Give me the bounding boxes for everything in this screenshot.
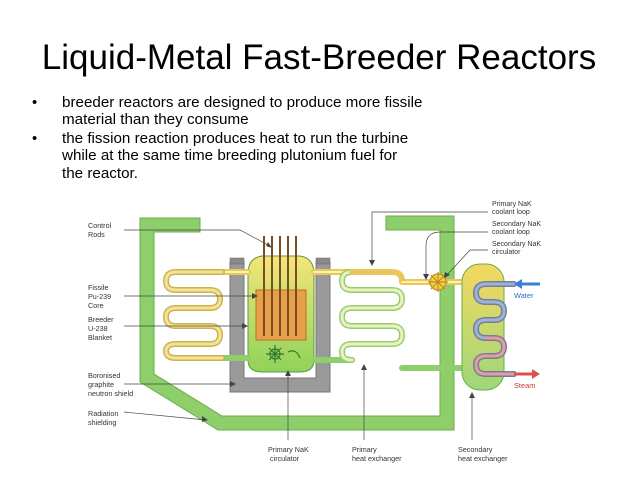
bullet-line: the reactor. <box>62 164 138 182</box>
bullet-line: the fission reaction produces heat to ru… <box>62 129 409 147</box>
steam-arrow <box>514 369 540 379</box>
primary-circulator-icon <box>266 345 301 363</box>
bullet-item: breeder reactors are designed to produce… <box>30 94 510 129</box>
label-boronised-shield: Boronised graphite neutron shield <box>88 371 133 398</box>
label-fissile-core: Fissile Pu-239 Core <box>88 283 113 310</box>
water-arrow <box>514 279 540 289</box>
leader-lines <box>123 211 488 440</box>
left-heat-exchanger <box>162 269 225 361</box>
bullet-line: breeder reactors are designed to produce… <box>62 94 423 111</box>
vessel-top-plates <box>229 257 331 265</box>
secondary-circulator-icon <box>428 272 448 292</box>
reactor-vessel <box>247 236 315 373</box>
label-water: Water <box>514 291 534 300</box>
label-secondary-heat-exchanger: Secondary heat exchanger <box>458 445 508 463</box>
label-breeder-blanket: Breeder U-238 Blanket <box>88 315 116 342</box>
bullet-item: the fission reaction produces heat to ru… <box>30 130 510 182</box>
control-rods <box>263 236 297 336</box>
radiation-shielding <box>139 215 455 431</box>
label-secondary-coolant-loop: Secondary NaK coolant loop <box>492 221 543 236</box>
label-primary-heat-exchanger: Primary heat exchanger <box>352 445 402 463</box>
label-primary-circulator: Primary NaK circulator <box>268 445 311 463</box>
label-primary-coolant-loop: Primary NaK coolant loop <box>492 201 534 216</box>
slide-title: Liquid-Metal Fast-Breeder Reactors <box>41 38 597 77</box>
label-steam: Steam <box>514 381 535 390</box>
bullet-list: breeder reactors are designed to produce… <box>30 94 510 183</box>
secondary-heat-exchanger <box>461 263 517 391</box>
bullet-line: while at the same time breeding plutoniu… <box>62 147 398 165</box>
label-control-rods: Control Rods <box>88 221 113 239</box>
label-radiation-shielding: Radiation shielding <box>88 409 120 427</box>
bullet-line: material than they consume <box>62 111 249 129</box>
diagram-labels: Control Rods Fissile Pu-239 Core Breeder… <box>88 201 543 463</box>
primary-heat-exchanger <box>338 269 406 363</box>
label-secondary-circulator: Secondary NaK circulator <box>492 241 543 256</box>
secondary-loop-pipes <box>399 279 473 371</box>
